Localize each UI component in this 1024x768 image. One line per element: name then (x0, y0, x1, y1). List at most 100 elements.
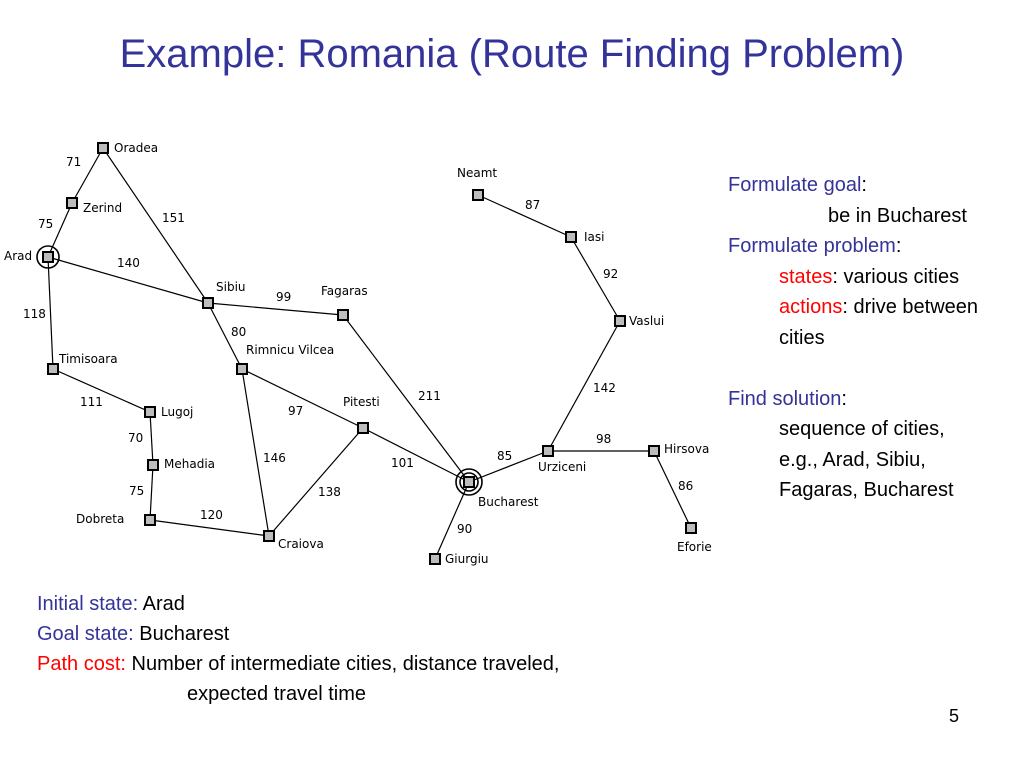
road-zerind-arad (47, 202, 73, 258)
initial-state-label: Initial state: (37, 593, 143, 615)
goal-state-label: Goal state: (37, 623, 140, 645)
city-label-lugoj: Lugoj (161, 405, 193, 419)
city-label-giurgiu: Giurgiu (445, 552, 489, 566)
goal-city-ring-inner (459, 472, 479, 492)
city-node-urziceni (542, 445, 554, 457)
distance-label-iasi-neamt: 87 (525, 198, 540, 212)
city-label-craiova: Craiova (278, 537, 324, 551)
city-node-vaslui (614, 315, 626, 327)
distance-label-urziceni-vaslui: 142 (593, 381, 616, 395)
solution-line-3: Fagaras, Bucharest (779, 479, 954, 501)
distance-label-bucharest-urziceni: 85 (497, 449, 512, 463)
road-pitesti-bucharest (362, 427, 470, 483)
distance-label-sibiu-fagaras: 99 (276, 290, 291, 304)
road-rimnicu-vilcea-craiova (241, 368, 270, 537)
road-vaslui-iasi (570, 236, 621, 322)
city-node-fagaras (337, 309, 349, 321)
goal-state-line: Goal state: Bucharest (37, 619, 559, 649)
city-label-vaslui: Vaslui (629, 314, 664, 328)
city-label-pitesti: Pitesti (343, 395, 380, 409)
states-label: states (779, 265, 833, 288)
city-label-bucharest: Bucharest (478, 495, 539, 509)
goal-city-ring-outer (455, 468, 483, 496)
find-solution-colon: : (841, 387, 847, 410)
initial-state-line: Initial state: Arad (37, 589, 559, 619)
distance-label-fagaras-bucharest: 211 (418, 389, 441, 403)
distance-label-sibiu-rimnicu-vilcea: 80 (231, 325, 246, 339)
city-nodes (42, 142, 697, 565)
road-bucharest-giurgiu (434, 481, 470, 560)
find-solution-line: Find solution: (728, 384, 978, 415)
city-node-pitesti (357, 422, 369, 434)
distance-label-rimnicu-vilcea-pitesti: 97 (288, 404, 303, 418)
formulate-goal-colon: : (861, 174, 867, 196)
highlight-rings (36, 245, 483, 496)
city-label-sibiu: Sibiu (216, 280, 246, 294)
city-node-oradea (97, 142, 109, 154)
roads-layer (47, 147, 692, 560)
road-oradea-zerind (71, 147, 104, 204)
states-text: : various cities (832, 265, 960, 288)
road-dobreta-craiova (149, 519, 270, 537)
states-line: states: various cities (728, 262, 978, 293)
path-cost-value-2: expected travel time (187, 683, 366, 705)
formulate-problem-colon: : (895, 235, 902, 257)
city-label-rimnicu-vilcea: Rimnicu Vilcea (246, 343, 334, 357)
road-oradea-sibiu (102, 147, 209, 304)
formulate-problem-label: Formulate problem (728, 235, 896, 257)
city-node-craiova (263, 530, 275, 542)
city-node-arad (42, 251, 54, 263)
city-node-lugoj (144, 406, 156, 418)
distance-label-hirsova-eforie: 86 (678, 479, 693, 493)
city-node-timisoara (47, 363, 59, 375)
start-city-ring (36, 245, 60, 269)
distance-label-timisoara-lugoj: 111 (80, 395, 103, 409)
city-node-giurgiu (429, 553, 441, 565)
city-label-hirsova: Hirsova (664, 442, 709, 456)
city-node-iasi (565, 231, 577, 243)
city-node-eforie (685, 522, 697, 534)
distance-label-pitesti-bucharest: 101 (391, 456, 414, 470)
city-label-timisoara: Timisoara (58, 352, 118, 366)
page-number: 5 (949, 706, 960, 726)
city-label-iasi: Iasi (584, 230, 604, 244)
distance-label-arad-timisoara: 118 (23, 307, 46, 321)
city-node-hirsova (648, 445, 660, 457)
road-fagaras-bucharest (342, 314, 470, 483)
actions-text-2: cities (779, 326, 825, 349)
actions-text: : drive between (842, 296, 979, 318)
road-mehadia-dobreta (149, 464, 154, 521)
distance-label-oradea-sibiu: 151 (162, 211, 185, 225)
road-arad-sibiu (47, 256, 209, 304)
distance-label-zerind-arad: 75 (38, 217, 53, 231)
distance-label-arad-sibiu: 140 (117, 256, 140, 270)
city-label-urziceni: Urziceni (538, 460, 586, 474)
distance-label-oradea-zerind: 71 (66, 155, 81, 169)
road-lugoj-mehadia (149, 411, 154, 466)
city-node-bucharest (463, 476, 475, 488)
path-cost-value: Number of intermediate cities, distance … (131, 653, 560, 675)
city-node-mehadia (147, 459, 159, 471)
distance-label-craiova-pitesti: 138 (318, 485, 341, 499)
road-arad-timisoara (47, 256, 54, 370)
city-node-rimnicu-vilcea (236, 363, 248, 375)
road-iasi-neamt (477, 194, 572, 238)
formulate-goal-line: Formulate goal: (728, 170, 978, 201)
city-label-arad: Arad (4, 249, 32, 263)
road-urziceni-vaslui (547, 320, 621, 452)
city-label-zerind: Zerind (83, 201, 122, 215)
goal-state-value: Bucharest (139, 623, 230, 645)
spacer (728, 353, 978, 384)
city-label-neamt: Neamt (457, 166, 497, 180)
road-sibiu-rimnicu-vilcea (207, 302, 243, 370)
distance-label-lugoj-mehadia: 70 (128, 431, 143, 445)
city-node-sibiu (202, 297, 214, 309)
problem-formulation: Formulate goal: be in Bucharest Formulat… (728, 170, 978, 506)
solution-line-2: e.g., Arad, Sibiu, (779, 448, 926, 471)
road-sibiu-fagaras (207, 302, 344, 316)
slide-title: Example: Romania (Route Finding Problem) (119, 32, 905, 76)
city-label-dobreta: Dobreta (76, 512, 124, 526)
road-rimnicu-vilcea-pitesti (241, 368, 364, 429)
